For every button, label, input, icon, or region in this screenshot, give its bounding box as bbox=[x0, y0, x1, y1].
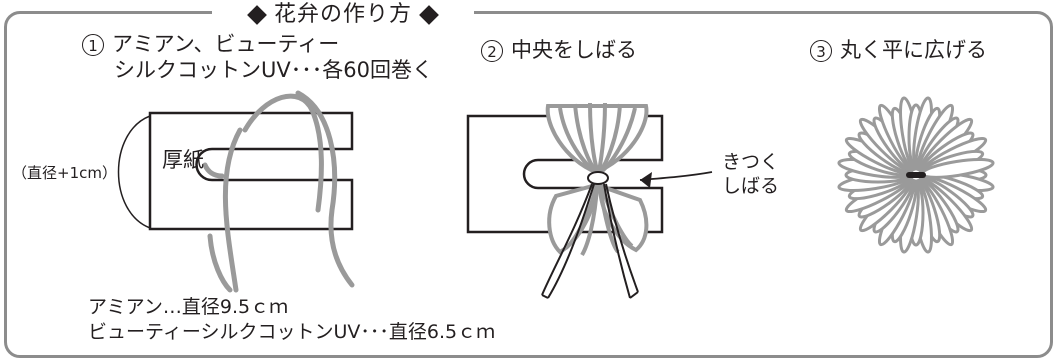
step3-label: 3 丸く平に広げる bbox=[810, 38, 987, 63]
tie-note-line2: しばる bbox=[722, 175, 780, 197]
title-bar: 花弁の作り方 bbox=[212, 2, 474, 28]
cardboard-shape bbox=[148, 111, 354, 231]
center-knot bbox=[906, 172, 926, 178]
tie-string bbox=[541, 171, 639, 299]
bottom-note-line1: アミアン…直径9.5ｃｍ bbox=[88, 296, 289, 318]
bottom-note-line2: ビューティーシルクコットンUV･･･直径6.5ｃｍ bbox=[88, 321, 496, 343]
page-title: 花弁の作り方 bbox=[273, 2, 412, 27]
step1-label: 1 アミアン、ビューティー bbox=[82, 32, 339, 57]
step2-number: 2 bbox=[481, 40, 503, 62]
step3-text: 丸く平に広げる bbox=[840, 38, 987, 62]
yarn-strands bbox=[558, 102, 637, 257]
step1-illustration bbox=[117, 90, 355, 293]
step1-text-line2: シルクコットンUV･･･各60回巻く bbox=[114, 58, 433, 82]
step2-label: 2 中央をしばる bbox=[481, 38, 637, 63]
step1-number: 1 bbox=[82, 34, 104, 56]
tie-note-line1: きつく bbox=[722, 151, 780, 173]
content-frame: 花弁の作り方 bbox=[4, 2, 1053, 358]
arrow-icon bbox=[639, 171, 713, 188]
step3-illustration bbox=[837, 96, 995, 254]
yarn-wraps bbox=[202, 90, 355, 293]
diameter-note: （直径+1cm） bbox=[12, 164, 117, 182]
step2-illustration bbox=[466, 102, 713, 299]
diameter-bracket bbox=[117, 115, 151, 229]
step1-text-line1: アミアン、ビューティー bbox=[112, 32, 340, 56]
step2-text: 中央をしばる bbox=[511, 38, 637, 62]
cardboard-label: 厚紙 bbox=[162, 148, 204, 172]
step3-number: 3 bbox=[810, 40, 832, 62]
